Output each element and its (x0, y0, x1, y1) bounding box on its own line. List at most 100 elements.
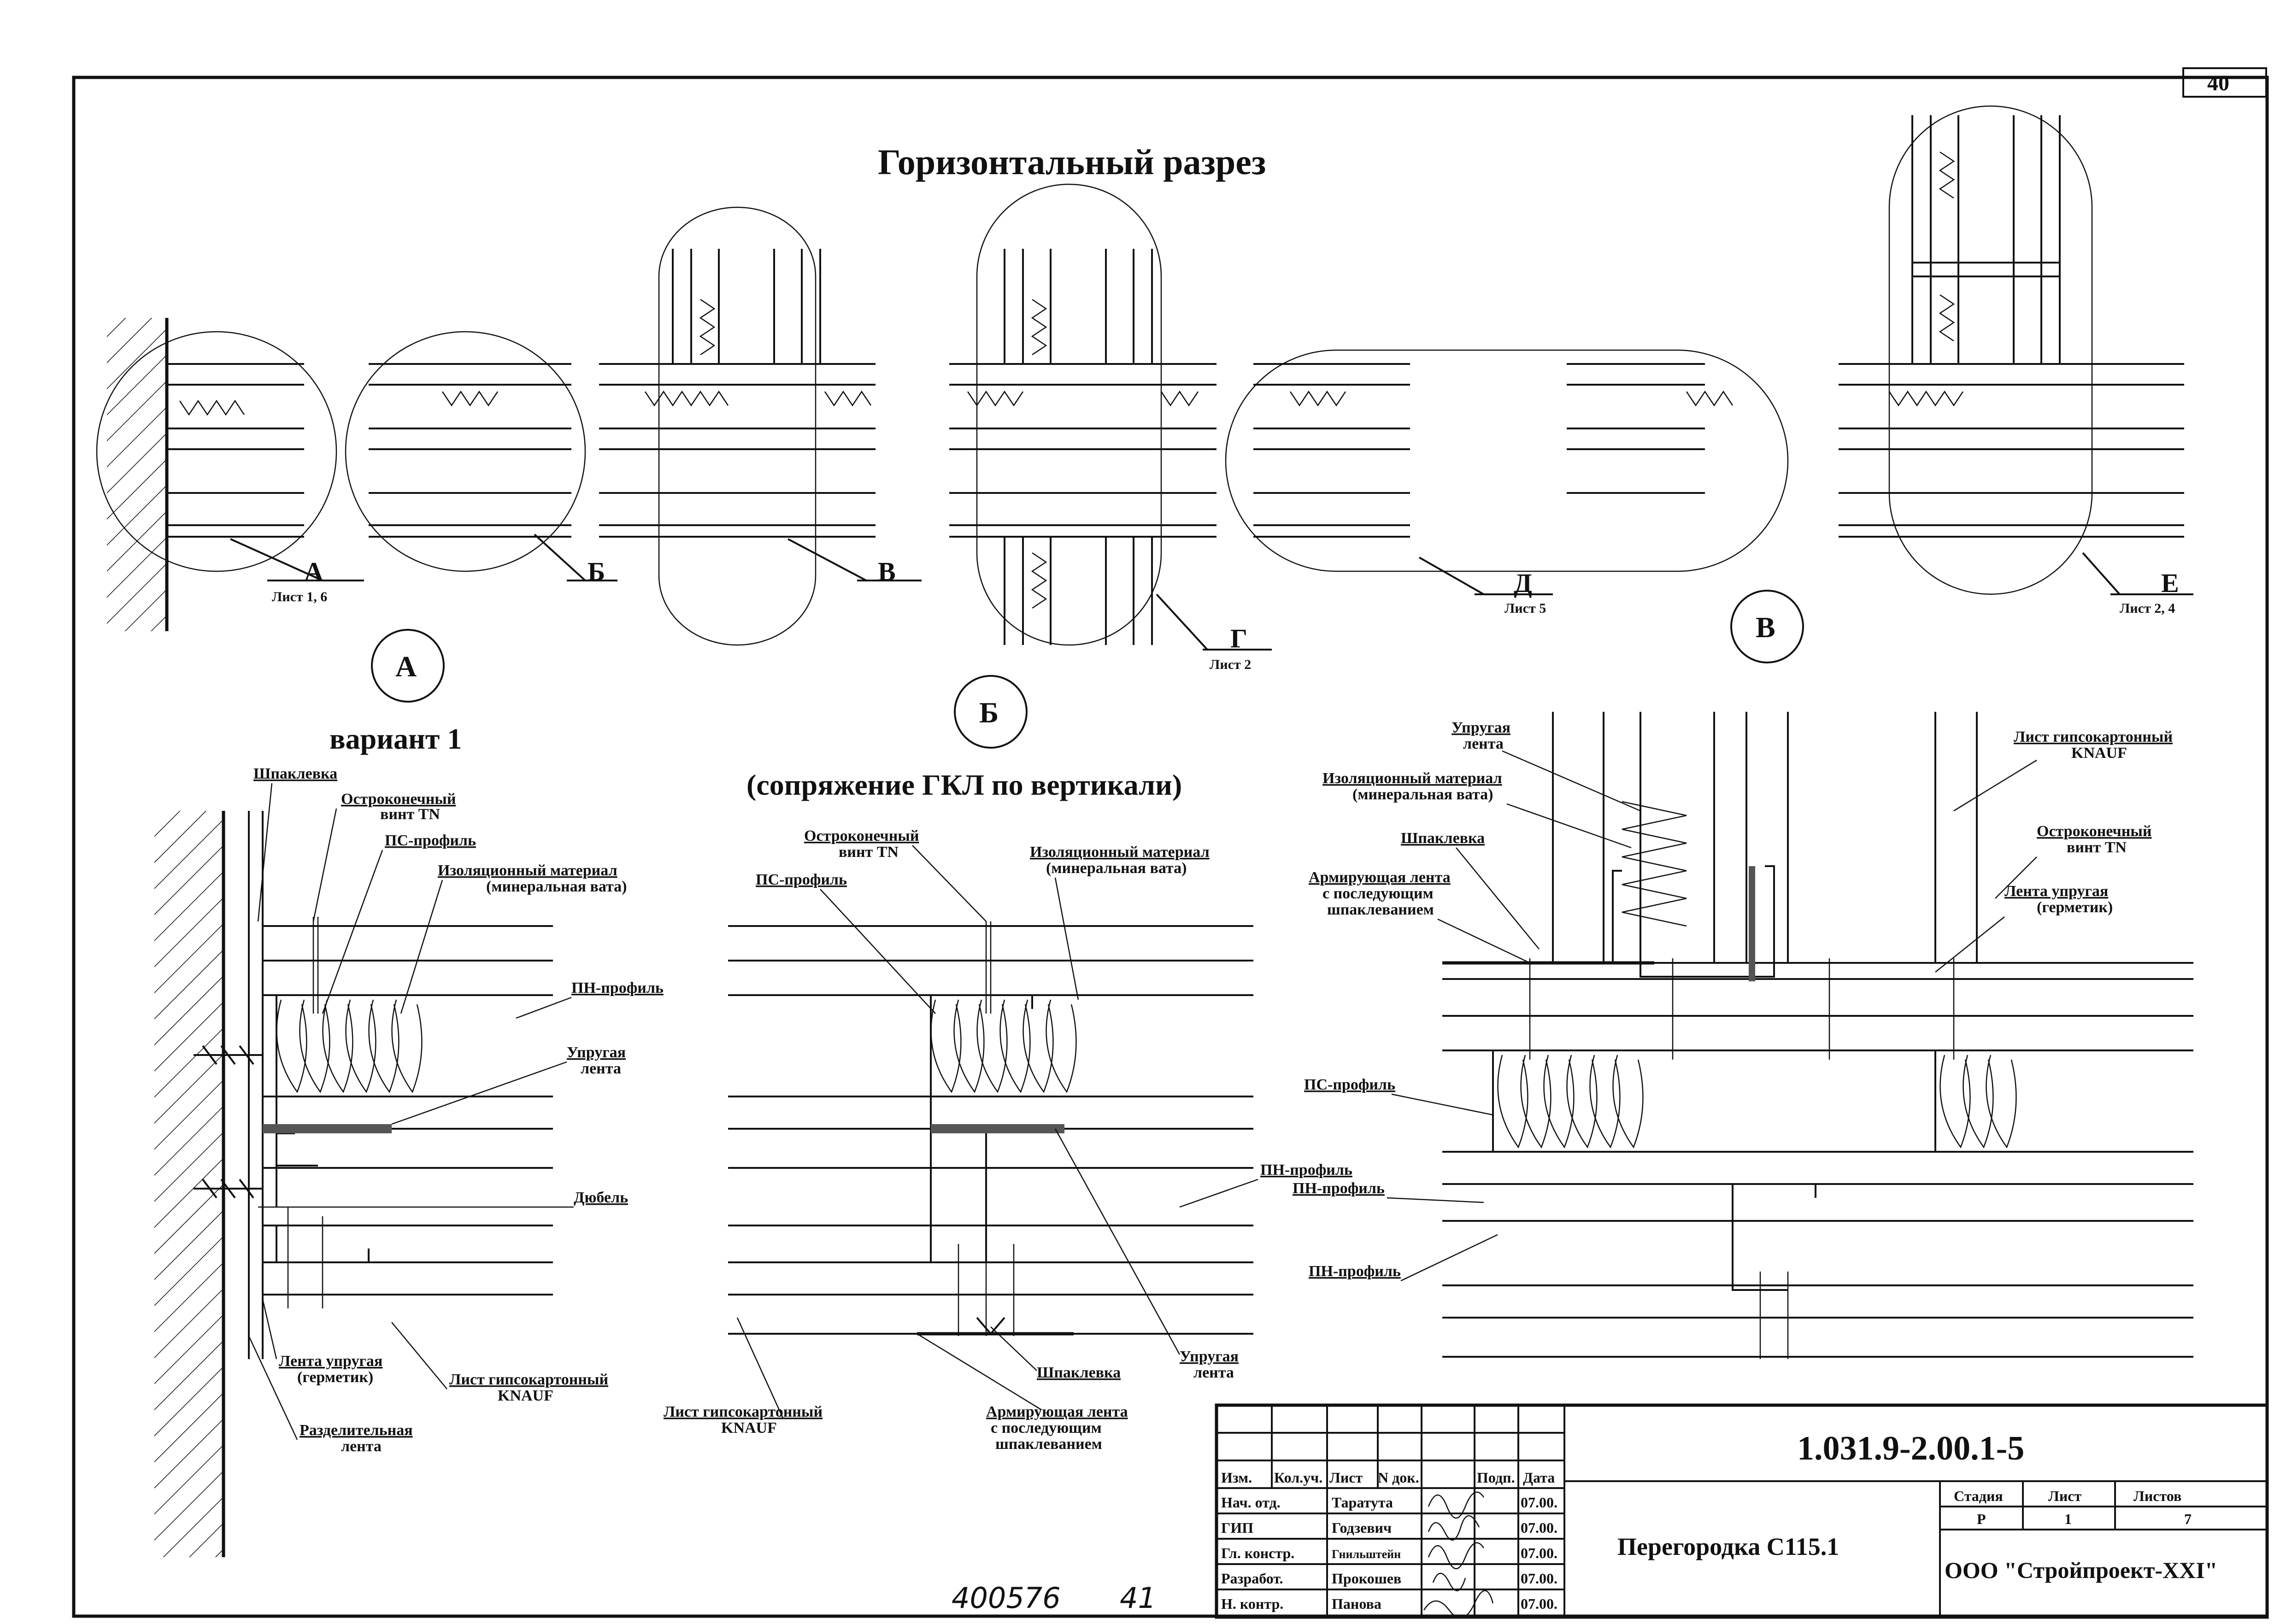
svg-text:шпаклеванием: шпаклеванием (995, 1436, 1102, 1453)
svg-text:ПН-профиль: ПН-профиль (1293, 1180, 1385, 1197)
title-block: 1.031.9-2.00.1-5 Изм. Кол.уч. Лист N док… (1215, 1403, 2269, 1619)
handwritten-inventory: 400576 (952, 1581, 1061, 1615)
signatures (1423, 1491, 1494, 1619)
svg-text:ПС-профиль: ПС-профиль (385, 832, 476, 849)
detail-marker-v: В (1730, 590, 1804, 663)
page-number-box (2182, 67, 2267, 98)
detail-b-drawing (728, 921, 1253, 1336)
callout-v-letter: В (878, 557, 896, 586)
svg-text:с последующим: с последующим (991, 1419, 1102, 1436)
callout-e-letter: Е (2161, 568, 2179, 598)
svg-text:Лист гипсокартонный: Лист гипсокартонный (2014, 728, 2173, 745)
svg-text:ПН-профиль: ПН-профиль (1309, 1263, 1401, 1280)
detail-v-leaders (1387, 750, 2037, 1282)
product-name: Перегородка С115.1 (1617, 1533, 1839, 1560)
svg-text:07.00.: 07.00. (1521, 1494, 1557, 1511)
svg-text:Армирующая лента: Армирующая лента (1309, 869, 1451, 886)
svg-text:лента: лента (581, 1060, 621, 1077)
svg-text:KNAUF: KNAUF (498, 1387, 553, 1404)
svg-text:Изоляционный материал: Изоляционный материал (1322, 770, 1502, 787)
svg-text:Панова: Панова (1332, 1595, 1381, 1612)
svg-text:N док.: N док. (1378, 1469, 1419, 1486)
svg-text:Прокошев: Прокошев (1332, 1570, 1401, 1587)
svg-text:винт TN: винт TN (839, 844, 899, 861)
svg-text:Лента упругая: Лента упругая (2004, 883, 2108, 900)
svg-text:Стадия: Стадия (1954, 1488, 2003, 1504)
svg-text:Изоляционный материал: Изоляционный материал (438, 862, 617, 879)
svg-text:ПС-профиль: ПС-профиль (756, 871, 847, 888)
callout-g-sheet: Лист 2 (1210, 657, 1251, 672)
svg-text:07.00.: 07.00. (1521, 1595, 1557, 1612)
detail-b-leaders (736, 845, 1258, 1419)
svg-text:лента: лента (341, 1438, 382, 1455)
svg-text:KNAUF: KNAUF (721, 1419, 777, 1436)
handwritten-page: 41 (1120, 1581, 1156, 1615)
svg-text:ПН-профиль: ПН-профиль (1260, 1161, 1352, 1178)
detail-a-drawing (154, 811, 553, 1557)
detail-a-subtitle: вариант 1 (329, 722, 462, 755)
svg-text:лента: лента (1193, 1364, 1234, 1381)
svg-text:Гл. констр.: Гл. констр. (1221, 1545, 1294, 1561)
svg-text:Шпаклевка: Шпаклевка (1401, 830, 1485, 847)
svg-text:винт TN: винт TN (380, 806, 440, 823)
svg-text:Остроконечный: Остроконечный (804, 827, 919, 844)
callout-e-sheet: Лист 2, 4 (2120, 601, 2175, 616)
callout-d-letter: Д (1514, 568, 1532, 598)
svg-text:Упругая: Упругая (1452, 719, 1510, 736)
document-code: 1.031.9-2.00.1-5 (1797, 1430, 2024, 1467)
svg-text:Шпаклевка: Шпаклевка (1037, 1364, 1121, 1381)
svg-text:А: А (395, 650, 417, 683)
callout-a-sheet: Лист 1, 6 (272, 589, 327, 604)
svg-text:(минеральная вата): (минеральная вата) (1046, 860, 1187, 877)
organization: ООО "Стройпроект-XXI" (1945, 1557, 2217, 1583)
svg-text:Остроконечный: Остроконечный (2037, 823, 2151, 840)
detail-a-leaders (248, 783, 574, 1440)
callout-g-letter: Г (1230, 623, 1247, 653)
detail-v-drawing (1442, 712, 2193, 1359)
svg-text:Лист гипсокартонный: Лист гипсокартонный (664, 1403, 823, 1420)
svg-text:В: В (1756, 611, 1775, 644)
svg-text:Лента упругая: Лента упругая (279, 1353, 382, 1370)
svg-text:1: 1 (2064, 1511, 2072, 1527)
callout-b-letter: Б (588, 557, 605, 586)
callout-d-sheet: Лист 5 (1504, 601, 1546, 616)
svg-text:Шпаклевка: Шпаклевка (253, 765, 337, 782)
svg-text:07.00.: 07.00. (1521, 1545, 1557, 1561)
detail-b-labels: Остроконечный винт TN ПС-профиль Изоляци… (664, 827, 1352, 1453)
svg-text:шпаклеванием: шпаклеванием (1327, 901, 1434, 918)
svg-text:7: 7 (2184, 1511, 2192, 1527)
svg-text:Разработ.: Разработ. (1221, 1570, 1283, 1587)
svg-text:Лист: Лист (1329, 1469, 1363, 1486)
svg-text:Гнильштейн: Гнильштейн (1332, 1548, 1401, 1561)
plan-strip: А Лист 1, 6 Б В Г Лист 2 Д Лист 5 Е Лист… (96, 105, 2193, 672)
svg-text:Упругая: Упругая (567, 1044, 626, 1061)
svg-text:KNAUF: KNAUF (2071, 745, 2127, 762)
callout-a-letter: А (304, 557, 323, 586)
svg-text:Р: Р (1977, 1511, 1986, 1527)
svg-text:Упругая: Упругая (1180, 1348, 1239, 1365)
svg-text:Н. контр.: Н. контр. (1221, 1595, 1283, 1612)
svg-text:07.00.: 07.00. (1521, 1570, 1557, 1587)
svg-text:Дата: Дата (1523, 1469, 1555, 1486)
svg-text:Нач. отд.: Нач. отд. (1221, 1494, 1281, 1511)
svg-text:(герметик): (герметик) (2037, 899, 2113, 916)
svg-text:ПС-профиль: ПС-профиль (1304, 1076, 1395, 1093)
detail-a-labels: Шпаклевка Остроконечный винт TN ПС-профи… (253, 765, 664, 1455)
svg-text:ГИП: ГИП (1221, 1519, 1253, 1536)
svg-text:Разделительная: Разделительная (300, 1422, 413, 1439)
svg-text:Дюбель: Дюбель (574, 1189, 628, 1206)
svg-text:Листов: Листов (2133, 1488, 2181, 1504)
detail-b-subtitle: (сопряжение ГКЛ по вертикали) (746, 768, 1182, 801)
svg-text:(минеральная вата): (минеральная вата) (1352, 786, 1493, 803)
svg-text:Лист: Лист (2048, 1488, 2081, 1504)
svg-text:Армирующая лента: Армирующая лента (986, 1403, 1128, 1420)
svg-text:07.00.: 07.00. (1521, 1519, 1557, 1536)
svg-text:Изм.: Изм. (1221, 1469, 1252, 1486)
svg-text:лента: лента (1463, 735, 1504, 752)
svg-text:Кол.уч.: Кол.уч. (1274, 1469, 1322, 1486)
svg-text:Годзевич: Годзевич (1332, 1519, 1392, 1536)
svg-text:Таратута: Таратута (1332, 1494, 1393, 1511)
svg-text:(герметик): (герметик) (297, 1369, 373, 1386)
detail-marker-b: Б (954, 675, 1028, 749)
